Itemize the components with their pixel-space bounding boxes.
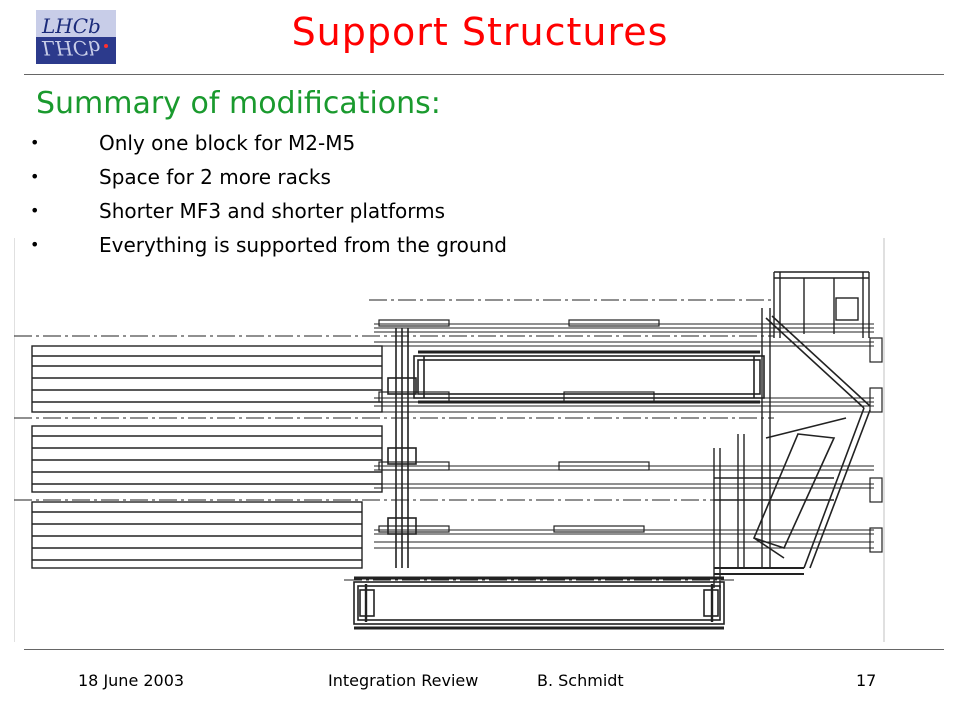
footer-event: Integration Review <box>328 671 479 690</box>
lhcb-logo: LHCb LHCb <box>36 10 116 64</box>
footer-date: 18 June 2003 <box>78 671 185 690</box>
header-divider <box>24 74 944 75</box>
support-structure-drawing <box>14 238 885 642</box>
logo-text-top: LHCb <box>41 14 101 38</box>
section-subtitle: Summary of modifications: <box>36 86 441 121</box>
logo-text-bottom: LHCb <box>41 36 101 60</box>
bullet-text: Everything is supported from the ground <box>99 233 507 257</box>
bullet-text: Space for 2 more racks <box>99 165 331 189</box>
slide-title: Support Structures <box>291 10 669 54</box>
bullet-text: Only one block for M2-M5 <box>99 131 356 155</box>
bullet-icon: • <box>30 235 40 254</box>
bullet-icon: • <box>30 167 40 186</box>
bullet-icon: • <box>30 201 40 220</box>
footer-divider <box>24 649 944 650</box>
footer-author: B. Schmidt <box>537 671 624 690</box>
bullet-icon: • <box>30 133 40 152</box>
bullet-text: Shorter MF3 and shorter platforms <box>99 199 446 223</box>
page-number: 17 <box>856 671 877 690</box>
